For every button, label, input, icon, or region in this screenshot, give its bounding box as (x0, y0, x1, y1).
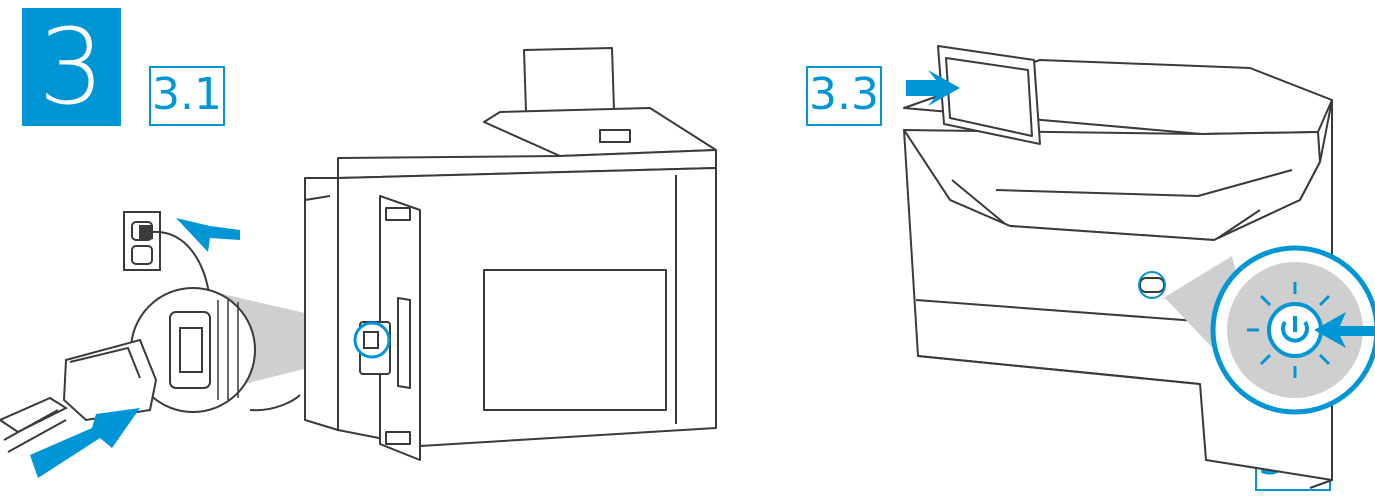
wall-outlet-icon (123, 211, 161, 271)
substep-label-3-1: 3.1 (149, 66, 225, 126)
arrow-icon-panel (906, 70, 960, 106)
substep-label-3-3: 3.3 (806, 66, 882, 126)
power-button-small (1139, 277, 1165, 293)
printer-front (903, 45, 1333, 489)
plug-zoom-callout (130, 287, 256, 413)
printer-rear (304, 47, 717, 461)
arrow-icon-wall (176, 218, 240, 252)
step-number-badge: 3 (22, 8, 121, 126)
power-cord-icon (0, 338, 158, 453)
power-button-icon (1210, 245, 1375, 415)
power-cord-wall (151, 230, 211, 301)
arrow-icon-power (1314, 312, 1375, 348)
socket-highlight (353, 321, 391, 359)
arrow-icon-plug (30, 408, 140, 478)
